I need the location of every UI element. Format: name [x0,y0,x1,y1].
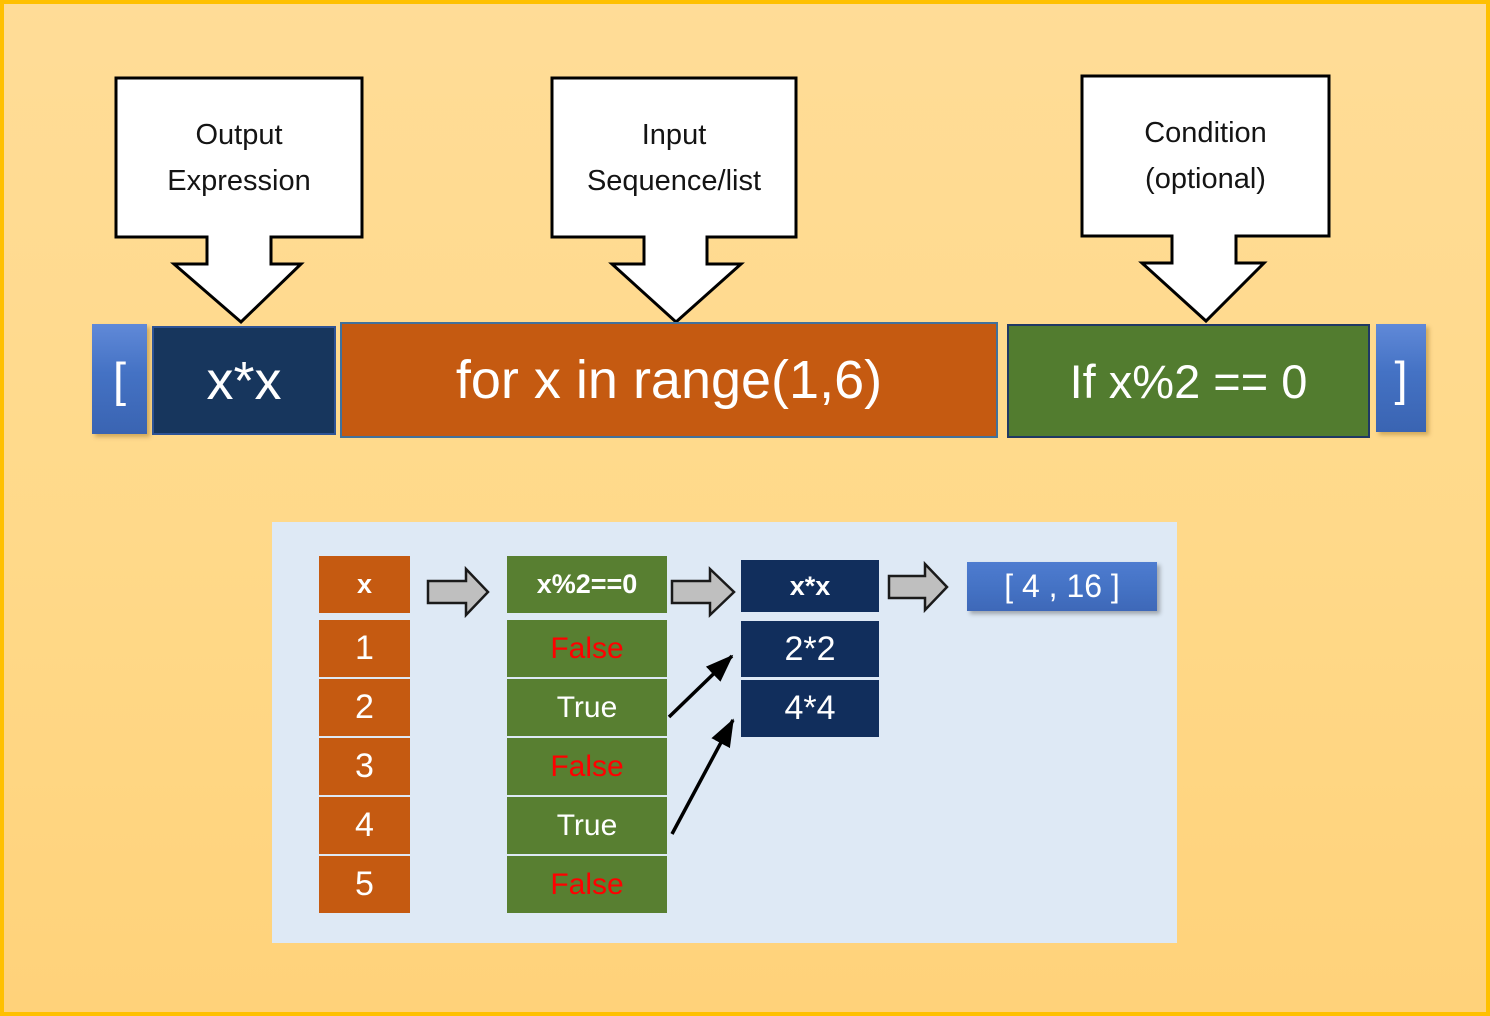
callout-input-label: Input Sequence/list [552,78,796,237]
condition-cell-3: False [507,738,667,795]
condition-cell-1: False [507,620,667,677]
output-expression-box: x*x [152,326,336,435]
condition-column-header: x%2==0 [507,556,667,613]
condition-cell-4: True [507,797,667,854]
for-loop-box: for x in range(1,6) [340,322,998,438]
callout-output-line1: Output [195,118,283,151]
callout-output-line2: Expression [167,164,311,197]
result-box: [ 4 , 16 ] [967,562,1157,611]
output-cell-1: 2*2 [741,621,879,677]
output-column-header: x*x [741,560,879,612]
open-bracket-box: [ [92,324,147,434]
output-cell-2: 4*4 [741,680,879,737]
x-cell-2: 2 [319,679,410,736]
callout-condition-line1: Condition [1144,117,1267,149]
callout-condition-line2: (optional) [1145,163,1266,195]
condition-cell-2: True [507,679,667,736]
x-cell-1: 1 [319,620,410,677]
condition-box: If x%2 == 0 [1007,324,1370,438]
callout-input-line1: Input [641,118,707,151]
callout-output-label: Output Expression [116,78,362,237]
x-cell-5: 5 [319,856,410,913]
callout-input-line2: Sequence/list [586,164,762,197]
x-cell-4: 4 [319,797,410,854]
callout-condition-label: Condition (optional) [1082,76,1329,236]
condition-cell-5: False [507,856,667,913]
close-bracket-box: ] [1376,324,1426,432]
x-column-header: x [319,556,410,613]
x-cell-3: 3 [319,738,410,795]
